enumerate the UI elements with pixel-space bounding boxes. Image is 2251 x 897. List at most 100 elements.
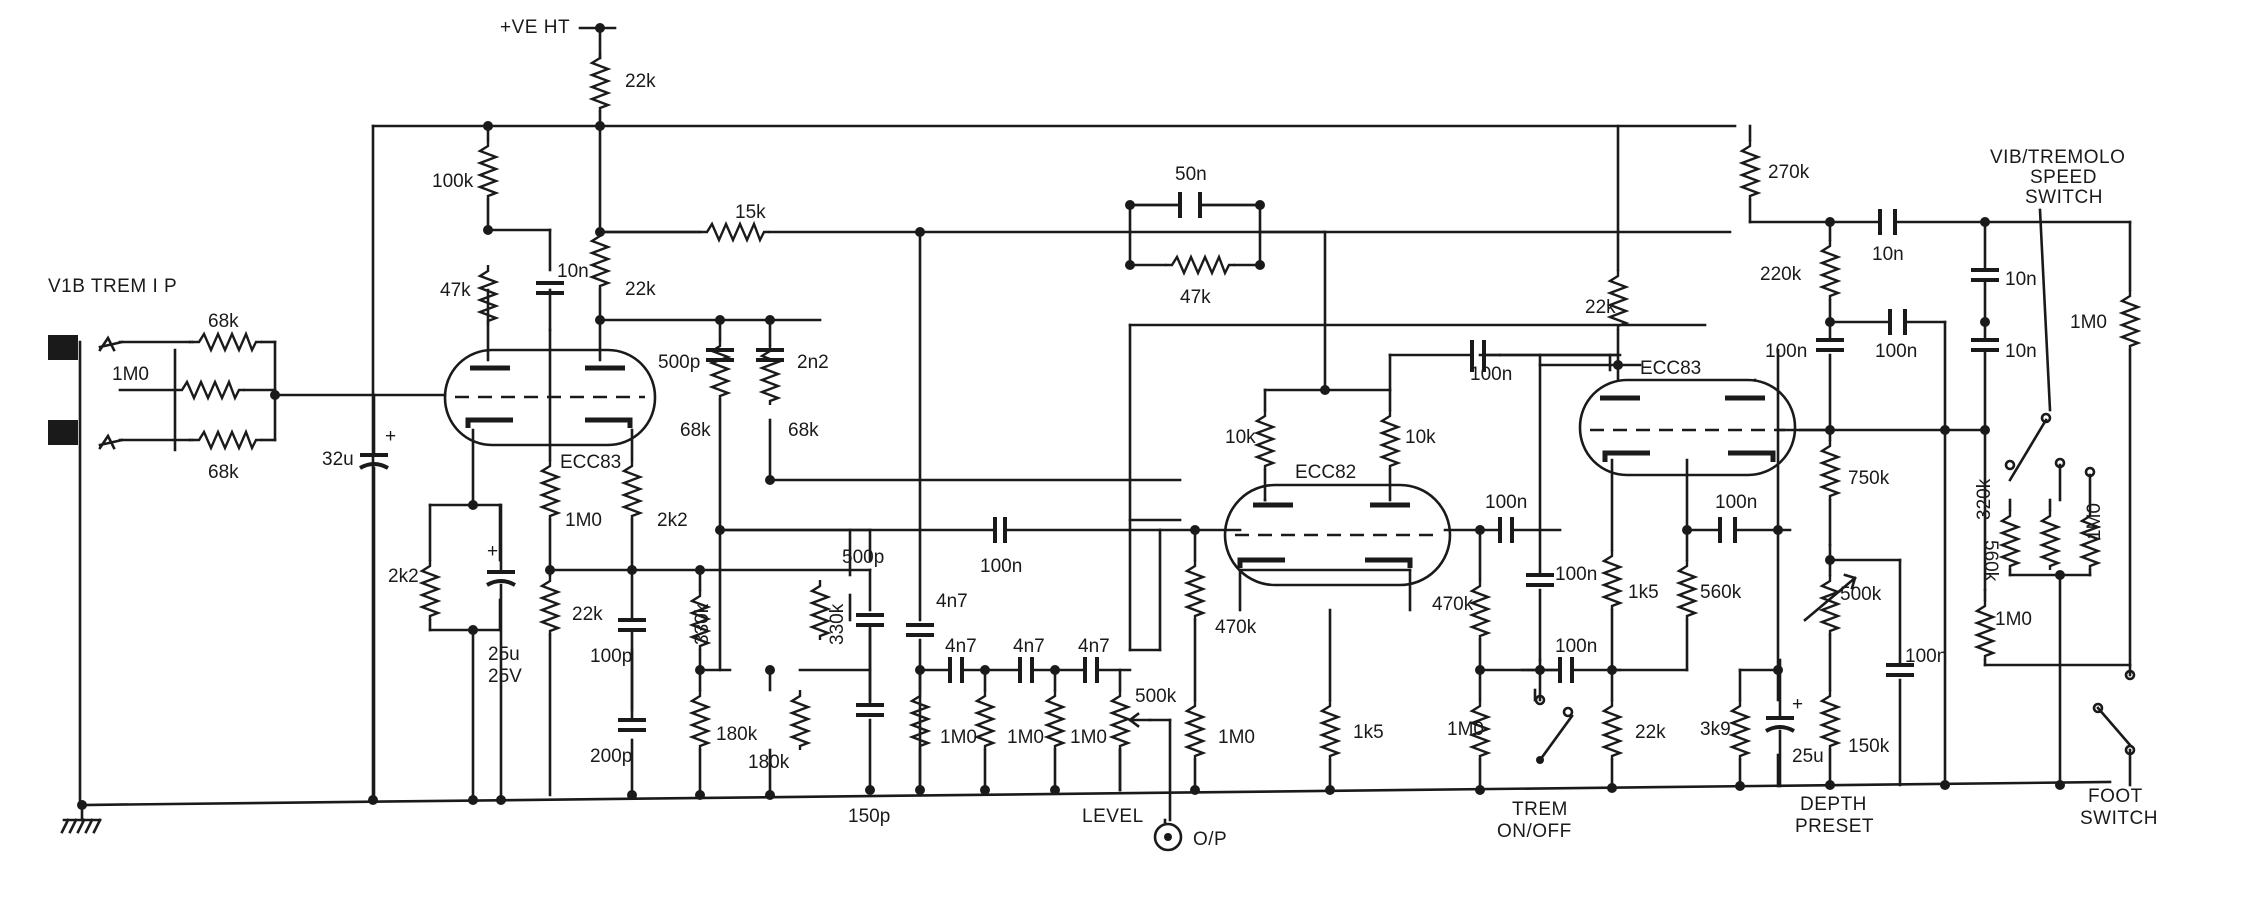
tube-ecc82 — [1223, 483, 1452, 587]
r-2k2-b-label: 2k2 — [657, 510, 688, 531]
r-560k-sw-label: 560k — [1980, 540, 2001, 582]
speed-label-3: SWITCH — [2025, 187, 2103, 208]
r-1m0-b-label: 1M0 — [1007, 727, 1044, 748]
c-10n-c-label: 10n — [2005, 269, 2037, 290]
r-2k2-cath-label: 2k2 — [388, 566, 419, 587]
r-1m0-e-label: 1M0 — [1447, 719, 1484, 740]
r-3k9-label: 3k9 — [1700, 719, 1731, 740]
c-25u-plus: + — [487, 541, 498, 562]
resistors — [173, 50, 2140, 762]
r-1k5-b-label: 1k5 — [1628, 582, 1659, 603]
r-68k-b-label: 68k — [788, 420, 819, 441]
depth-label-2: PRESET — [1795, 816, 1874, 837]
c-10n-d-label: 10n — [2005, 341, 2037, 362]
c-32u-label: 32u — [322, 449, 354, 470]
foot-switch-icon — [2092, 669, 2136, 756]
r-270k-label: 270k — [1768, 162, 1810, 183]
c-500p-b-label: 500p — [842, 547, 884, 568]
r-180k-a-label: 180k — [716, 724, 758, 745]
r-1k5-a-label: 1k5 — [1353, 722, 1384, 743]
tube-ecc83-b-label: ECC83 — [1640, 358, 1701, 379]
r-pot-label: 500k — [1135, 686, 1177, 707]
c-4n7-b-label: 4n7 — [945, 636, 977, 657]
r-1m0-g-label: 1M0 — [1995, 609, 2032, 630]
c-150p-label: 150p — [848, 806, 890, 827]
c-100p-label: 100p — [590, 646, 632, 667]
r-470k-a-label: 470k — [1215, 617, 1257, 638]
r-320k-label: 320k — [1974, 478, 1995, 520]
junctions — [77, 121, 2065, 810]
c-32u-plus: + — [385, 426, 396, 447]
r-180k-b-label: 180k — [748, 752, 790, 773]
c-100n-f-label: 100n — [1715, 492, 1757, 513]
r-1m0-sw-label: 1M0 — [2084, 503, 2105, 540]
r-560k-label: 560k — [1700, 582, 1742, 603]
r-1m0-c-label: 1M0 — [1070, 727, 1107, 748]
r-15k-label: 15k — [735, 202, 766, 223]
r-1m0-grid-label: 1M0 — [565, 510, 602, 531]
c-100n-c-label: 100n — [1485, 492, 1527, 513]
level-label: LEVEL — [1082, 806, 1144, 827]
r-470k-b-label: 470k — [1432, 594, 1474, 615]
c-200p-label: 200p — [590, 746, 632, 767]
cap-wiring — [372, 203, 1782, 802]
c-10n-b-label: 10n — [1872, 244, 1904, 265]
wiring — [78, 26, 2132, 824]
c-50n-label: 50n — [1175, 164, 1207, 185]
c-2n2-label: 2n2 — [797, 352, 829, 373]
r-10k-a-label: 10k — [1225, 427, 1256, 448]
c-4n7-c-label: 4n7 — [1013, 636, 1045, 657]
c-10n-a-label: 10n — [557, 261, 589, 282]
c-4n7-d-label: 4n7 — [1078, 636, 1110, 657]
ground-icon — [60, 818, 102, 834]
c-100n-b-label: 100n — [1470, 364, 1512, 385]
r-750k-label: 750k — [1848, 468, 1890, 489]
ht-label: +VE HT — [500, 17, 570, 38]
tube-ecc83-a — [443, 348, 657, 447]
c-25u-label: 25u — [488, 644, 520, 665]
foot-label-1: FOOT — [2088, 786, 2143, 807]
ht-terminal-icon — [578, 23, 617, 33]
c-500p-a-label: 500p — [658, 352, 700, 373]
r-330k-b-label: 330k — [827, 603, 848, 645]
trem-switch-icon — [1534, 694, 1574, 764]
r-in2-label: 1M0 — [112, 364, 149, 385]
capacitors — [359, 192, 1999, 733]
c-100n-d-label: 100n — [1555, 564, 1597, 585]
output-jack-icon — [1153, 822, 1183, 852]
r-in1-label: 68k — [208, 311, 239, 332]
speed-label-1: VIB/TREMOLO — [1990, 147, 2125, 168]
r-10k-b-label: 10k — [1405, 427, 1436, 448]
r-ht-label: 22k — [625, 71, 656, 92]
r-in3-label: 68k — [208, 462, 239, 483]
c-100n-e-label: 100n — [1555, 636, 1597, 657]
r-1m0-a-label: 1M0 — [940, 727, 977, 748]
labels: +VE HT V1B TREM I P 22k 68k 1M0 68k 100k… — [48, 17, 2158, 850]
tube-ecc83-b — [1578, 378, 1797, 477]
r-47k-label: 47k — [440, 280, 471, 301]
c-100n-i-label: 100n — [1905, 646, 1947, 667]
r-150k-label: 150k — [1848, 736, 1890, 757]
c-4n7-a-label: 4n7 — [936, 591, 968, 612]
r-22k-c-label: 22k — [1635, 722, 1666, 743]
r-22k-a-label: 22k — [625, 279, 656, 300]
pot-wipers — [1127, 573, 1857, 728]
speed-label-2: SPEED — [2030, 167, 2097, 188]
output-label: O/P — [1193, 829, 1227, 850]
r-330k-a-label: 330k — [692, 603, 713, 645]
r-22k-d-label: 22k — [1585, 297, 1616, 318]
c-25u-b-label: 25u — [1792, 746, 1824, 767]
c-100n-h-label: 100n — [1875, 341, 1917, 362]
trem-label-1: TREM — [1512, 799, 1568, 820]
r-500k-p-label: 500k — [1840, 584, 1882, 605]
r-1m0-d-label: 1M0 — [1218, 727, 1255, 748]
r-1m0-f-label: 1M0 — [2070, 312, 2107, 333]
r-22k-b-label: 22k — [572, 604, 603, 625]
foot-label-2: SWITCH — [2080, 808, 2158, 829]
r-220k-label: 220k — [1760, 264, 1802, 285]
r-47k-fb-label: 47k — [1180, 287, 1211, 308]
c-100n-a-label: 100n — [980, 556, 1022, 577]
depth-label-1: DEPTH — [1800, 794, 1867, 815]
input-label: V1B TREM I P — [48, 276, 177, 297]
